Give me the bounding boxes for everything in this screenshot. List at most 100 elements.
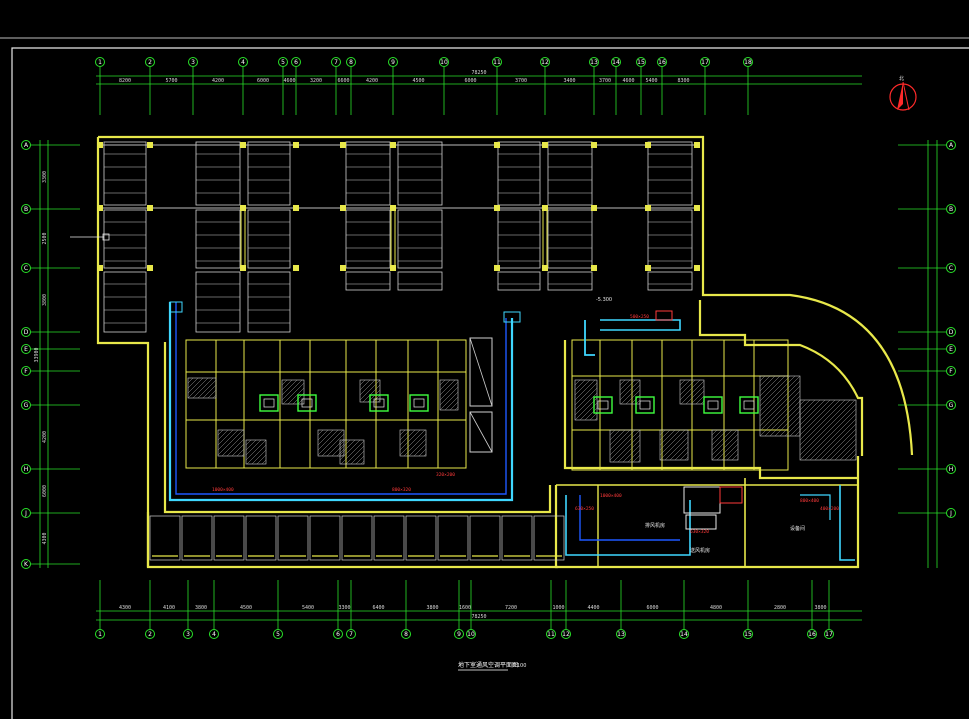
room xyxy=(185,339,217,373)
hatch-line xyxy=(819,423,857,461)
room-label-2: 送风机房 xyxy=(690,547,710,554)
hatch-line xyxy=(574,379,581,386)
column xyxy=(694,265,700,271)
storage-room xyxy=(149,515,181,561)
hatch-line xyxy=(799,399,846,446)
left-axis-8-bubble xyxy=(21,464,31,474)
hatch-line xyxy=(829,433,857,461)
left-dim-text: 3800 xyxy=(42,294,48,306)
top-axis-11-bubble xyxy=(492,57,502,67)
left-axis-2-bubble xyxy=(21,204,31,214)
top-axis-7-bubble xyxy=(331,57,341,67)
column xyxy=(542,142,548,148)
left-dim-text: 6000 xyxy=(42,485,48,497)
top-dim-text: 3200 xyxy=(310,78,322,84)
top-axis-8-label: 8 xyxy=(349,59,353,66)
shaft-fan xyxy=(639,400,651,410)
left-dim-text: 3300 xyxy=(42,171,48,183)
right-axis-9-bubble xyxy=(946,508,956,518)
hatch-line xyxy=(609,429,631,451)
bottom-total-text: 78250 xyxy=(471,614,486,620)
top-dim-text: 4600 xyxy=(622,78,634,84)
room xyxy=(631,429,663,471)
left-axis-9-bubble xyxy=(21,508,31,518)
bottom-dim-text: 4500 xyxy=(240,605,252,611)
hatch-line xyxy=(659,429,676,446)
column xyxy=(97,142,103,148)
duct-label-1: 1000×400 xyxy=(212,487,234,493)
top-axis-2-label: 2 xyxy=(148,59,152,66)
right-axis-5-bubble xyxy=(946,344,956,354)
right-axis-7-bubble xyxy=(946,400,956,410)
parking-bays xyxy=(97,141,700,333)
hatch-line xyxy=(574,382,598,406)
room-block-right xyxy=(571,339,857,471)
shaft-box xyxy=(369,394,389,412)
bottom-dim-text: 3800 xyxy=(195,605,207,611)
column xyxy=(591,265,597,271)
hatch-line xyxy=(659,429,686,456)
top-axis-4-label: 4 xyxy=(241,59,245,66)
hatch-line xyxy=(824,428,857,461)
left-total-text: 33900 xyxy=(34,347,40,362)
top-axis-9-label: 9 xyxy=(391,59,395,66)
bottom-axis-6-label: 6 xyxy=(336,631,340,638)
hatch-line xyxy=(620,384,641,405)
room xyxy=(407,371,439,421)
bottom-axis-17-label: 17 xyxy=(825,631,833,638)
hatch-line xyxy=(439,386,459,406)
hatch-line xyxy=(685,385,705,405)
column xyxy=(97,205,103,211)
hatch-line xyxy=(794,430,801,437)
hatch-line xyxy=(844,448,857,461)
shaft-fan xyxy=(373,398,385,408)
hatch-line xyxy=(799,399,836,436)
parking-block xyxy=(103,209,147,269)
room xyxy=(661,375,693,431)
duct-label-4: 630×320 xyxy=(690,529,709,535)
top-axis-17-label: 17 xyxy=(701,59,709,66)
hatch-line xyxy=(217,429,244,456)
bottom-dim-text: 7200 xyxy=(505,605,517,611)
top-axis-5-label: 5 xyxy=(281,59,285,66)
hatch-line xyxy=(759,385,801,427)
hatch-line xyxy=(339,439,361,461)
top-dim-text: 5700 xyxy=(165,78,177,84)
room xyxy=(437,339,467,373)
hatch-line xyxy=(680,380,705,405)
top-total-text: 78250 xyxy=(471,70,486,76)
hatch-line xyxy=(609,429,626,446)
hatch-line xyxy=(736,458,739,461)
column xyxy=(390,142,396,148)
column xyxy=(340,142,346,148)
hatch-line xyxy=(439,379,446,386)
right-axis-5-label: E xyxy=(949,346,953,353)
column xyxy=(340,205,346,211)
right-axis-1-label: A xyxy=(949,142,954,149)
top-axis-5-bubble xyxy=(278,57,288,67)
hatch-line xyxy=(711,433,739,461)
top-axis-10-label: 10 xyxy=(440,59,448,66)
hatch-line xyxy=(619,379,636,396)
column xyxy=(147,265,153,271)
hatch-line xyxy=(637,459,641,463)
hatch-line xyxy=(217,429,229,441)
storage-room xyxy=(309,515,341,561)
top-axis-14-bubble xyxy=(611,57,621,67)
column xyxy=(340,265,346,271)
bottom-dim-text: 4300 xyxy=(119,605,131,611)
column xyxy=(591,142,597,148)
hatch-line xyxy=(439,391,459,411)
hatch-line xyxy=(187,377,204,394)
hatch-line xyxy=(619,379,626,386)
shaft-fan xyxy=(301,398,313,408)
left-axis-7-bubble xyxy=(21,400,31,410)
room xyxy=(599,339,633,377)
hatch-line xyxy=(839,443,857,461)
hatch-line xyxy=(612,434,641,463)
hatch-line xyxy=(759,380,801,422)
hatch-line xyxy=(619,379,631,391)
left-axis-9-label: J xyxy=(24,510,27,517)
section-marker xyxy=(70,233,110,241)
